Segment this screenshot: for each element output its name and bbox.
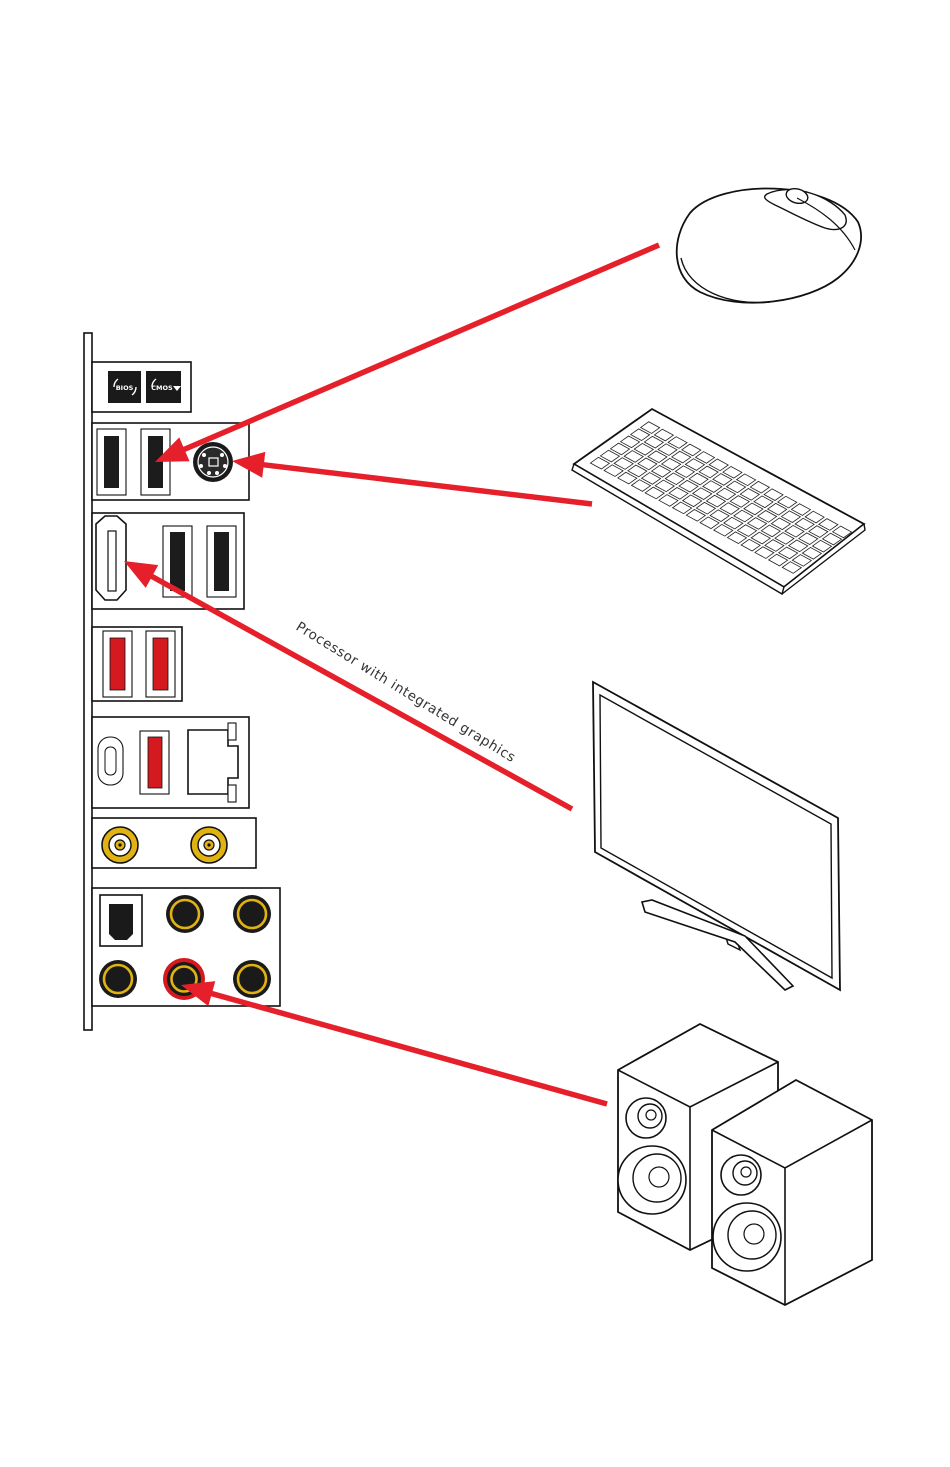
monitor-icon [593,682,840,990]
panel-bracket [84,333,92,1030]
keyboard-arrow [232,452,592,504]
audio-jack [99,960,137,998]
optical-spdif-port [100,895,142,946]
mouse-arrow [155,245,659,462]
cmos-label: CMOS [151,384,173,392]
antenna-connector [102,827,138,863]
keyboard-icon [572,409,865,594]
red-usb-block [92,627,182,701]
ps2-port [193,442,233,482]
arrow-shaft [183,245,659,450]
arrow-shaft [210,993,607,1104]
audio-jack [233,895,271,933]
clear-cmos-button: CMOS [146,371,181,403]
bios-cmos-block: BIOS CMOS [92,362,191,412]
arrow-shaft [262,465,592,504]
rear-io-panel: BIOS CMOS [84,333,280,1030]
antenna-connector [191,827,227,863]
bios-flash-button: BIOS [108,371,141,403]
bios-label: BIOS [116,384,134,392]
audio-jack [166,895,204,933]
integrated-graphics-label: Processor with integrated graphics [293,619,519,766]
usbc-lan-block [92,717,249,808]
hdmi-usb-block [92,513,244,609]
mouse-icon [677,186,861,302]
antenna-block [92,818,256,868]
speakers-icon [618,1024,872,1305]
audio-jack [233,960,271,998]
